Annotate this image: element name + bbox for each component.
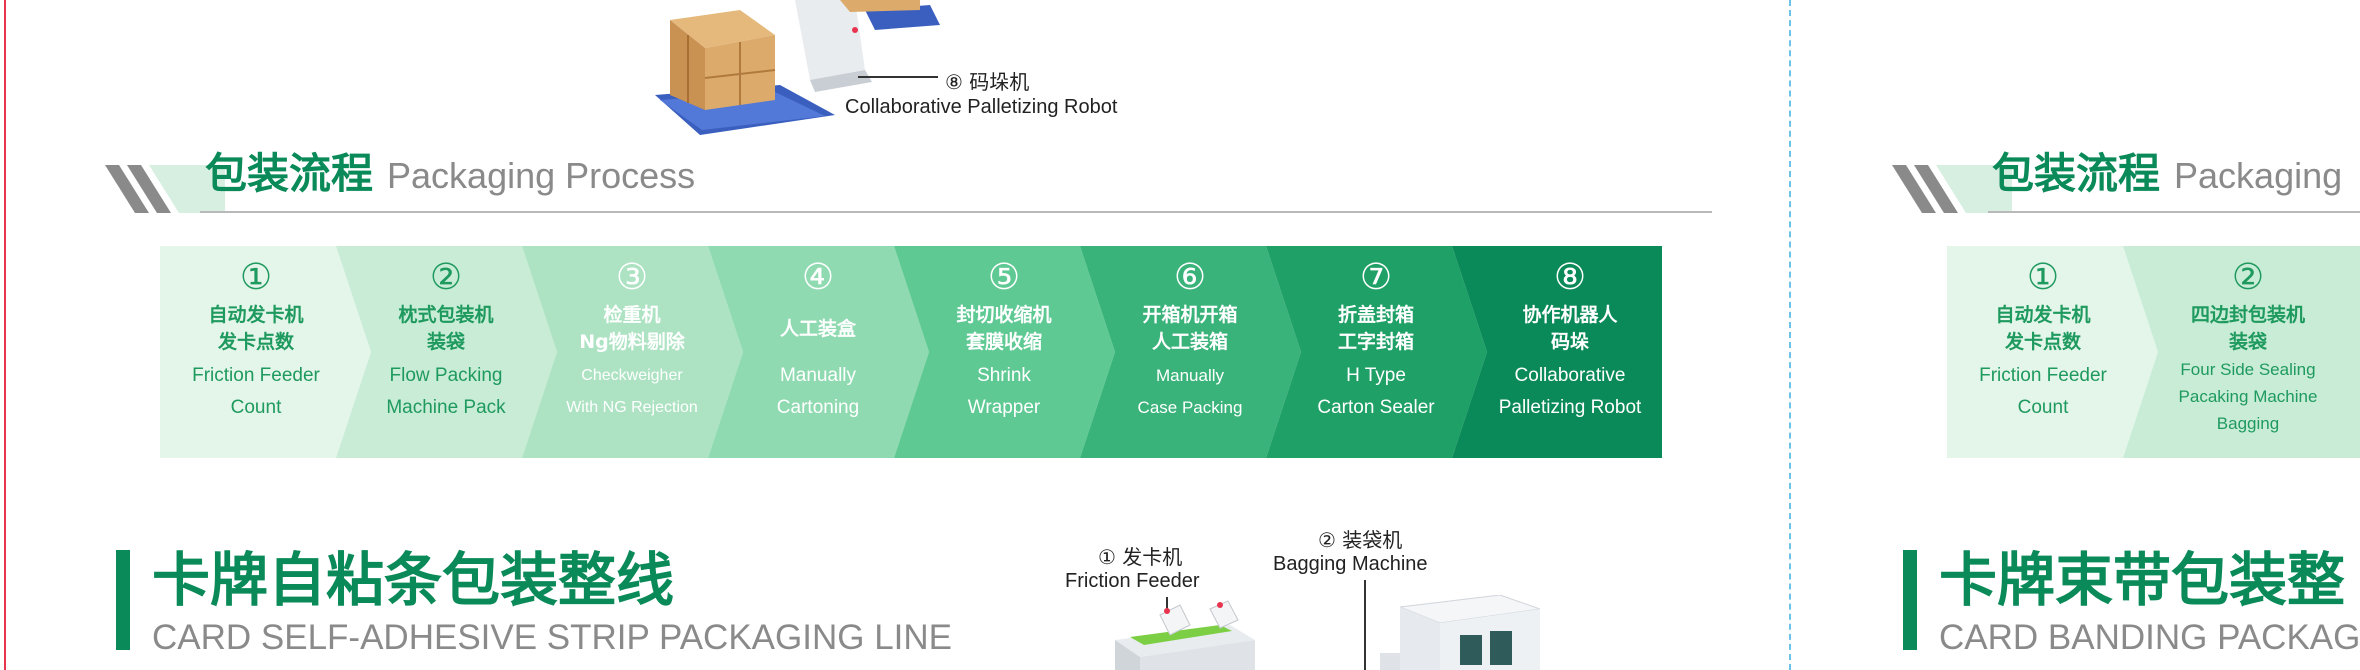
step-number: ⑤ <box>987 257 1021 298</box>
friction-feeder-callout-cn: ① 发卡机 <box>1098 545 1183 569</box>
step-label-cn: 四边封包装机 <box>2190 304 2305 326</box>
step-label-cn-2: 套膜收缩 <box>965 331 1042 353</box>
step-label-cn: 检重机 <box>603 304 661 326</box>
step-label-cn: 协作机器人 <box>1522 304 1618 326</box>
packaging-line-machines-illustration <box>1115 595 1541 670</box>
step-label-cn-2: 工字封箱 <box>1337 331 1414 353</box>
step-label-en: Four Side Sealing <box>2180 360 2316 379</box>
step-label-cn-2: 装袋 <box>426 331 465 353</box>
step-label-en-2: Carton Sealer <box>1317 397 1435 418</box>
step-label-en: Manually <box>1155 366 1225 385</box>
step-label-en: Shrink <box>977 365 1031 386</box>
step-label-en: Flow Packing <box>389 365 503 386</box>
step-label-en-2: Count <box>230 397 282 418</box>
heading-accent-bar <box>116 550 130 650</box>
process-step-7: ⑦ 折盖封箱 工字封箱 H Type Carton Sealer <box>1266 246 1487 458</box>
palletizing-robot-illustration <box>655 0 940 135</box>
heading-accent-bar-right <box>1903 550 1917 650</box>
step-label-en-3: Bagging <box>2216 414 2280 433</box>
process-step-6: ⑥ 开箱机开箱 人工装箱 Manually Case Packing <box>1080 246 1301 458</box>
process-step-1: ① 自动发卡机 发卡点数 Friction Feeder Count <box>160 246 371 458</box>
step-label-en: Friction Feeder <box>1979 365 2107 386</box>
step-label-cn-2: 发卡点数 <box>2004 331 2081 353</box>
feeder-leader-line <box>1166 597 1168 617</box>
step-label-cn-2: 发卡点数 <box>217 331 294 353</box>
friction-feeder-callout-en: Friction Feeder <box>1065 570 1200 592</box>
step-label-en: Collaborative <box>1514 365 1626 386</box>
palletizer-callout-en: Collaborative Palletizing Robot <box>845 96 1118 118</box>
step-label-cn: 封切收缩机 <box>956 304 1052 326</box>
bagging-leader-line <box>1364 580 1366 670</box>
header-stripes-decoration <box>105 165 225 213</box>
step-label-en-2: Pacaking Machine <box>2178 387 2318 406</box>
palletizer-callout-cn: ⑧ 码垛机 <box>945 70 1030 94</box>
line-title-en-right: CARD BANDING PACKAGI <box>1939 618 2360 657</box>
process-step-4: ④ 人工装盒 Manually Cartoning <box>708 246 929 458</box>
step-label-cn-2: 人工装箱 <box>1151 331 1228 353</box>
process-step-8: ⑧ 协作机器人 码垛 Collaborative Palletizing Rob… <box>1452 246 1662 458</box>
step-label-en-2: With NG Rejection <box>566 399 698 416</box>
step-label-cn: 折盖封箱 <box>1337 304 1414 326</box>
step-label-cn: 枕式包装机 <box>398 304 494 326</box>
process-step-5: ⑤ 封切收缩机 套膜收缩 Shrink Wrapper <box>894 246 1115 458</box>
step-label-en: Manually <box>779 365 857 386</box>
step-label-cn-2: Ng物料剔除 <box>579 331 685 353</box>
process-step-2: ② 枕式包装机 装袋 Flow Packing Machine Pack <box>336 246 557 458</box>
step-label-en: H Type <box>1346 365 1406 386</box>
bagging-machine-callout-cn: ② 装袋机 <box>1318 528 1403 552</box>
process-step-1-right: ① 自动发卡机 发卡点数 Friction Feeder Count <box>1947 246 2158 458</box>
panel-divider-dashed <box>1789 0 1791 670</box>
header-underline-right <box>1988 211 2360 213</box>
step-label-en-2: Machine Pack <box>386 397 506 418</box>
step-label-en: Friction Feeder <box>192 365 320 386</box>
step-label-cn: 开箱机开箱 <box>1142 304 1238 326</box>
step-label-cn-2: 码垛 <box>1550 331 1589 353</box>
step-label-en: Checkweigher <box>581 367 683 384</box>
bagging-machine-callout-en: Bagging Machine <box>1273 553 1428 575</box>
line-title-cn-right: 卡牌束带包装整 <box>1939 546 2346 614</box>
step-label-cn-2: 装袋 <box>2228 331 2267 353</box>
step-label-cn: 自动发卡机 <box>208 304 304 326</box>
step-label-cn: 人工装盒 <box>779 318 856 340</box>
process-flow-strip: ① 自动发卡机 发卡点数 Friction Feeder Count ② 枕式包… <box>160 246 1662 458</box>
step-number: ① <box>239 257 273 298</box>
process-step-3: ③ 检重机 Ng物料剔除 Checkweigher With NG Reject… <box>522 246 743 458</box>
line-title-cn: 卡牌自粘条包装整线 <box>152 546 675 614</box>
header-stripes-decoration-right <box>1892 165 2012 213</box>
process-flow-strip-right: ① 自动发卡机 发卡点数 Friction Feeder Count ② 四边封… <box>1947 246 2360 458</box>
step-number: ① <box>2026 257 2060 298</box>
step-label-en-2: Count <box>2017 397 2069 418</box>
line-title-en: CARD SELF-ADHESIVE STRIP PACKAGING LINE <box>152 618 953 657</box>
step-label-en-2: Wrapper <box>967 397 1041 418</box>
step-label-cn: 自动发卡机 <box>1995 304 2091 326</box>
step-number: ③ <box>615 257 649 298</box>
step-number: ② <box>429 257 463 298</box>
step-label-en-2: Palletizing Robot <box>1498 397 1642 418</box>
callout-leader-line <box>858 76 938 78</box>
process-step-2-right: ② 四边封包装机 装袋 Four Side Sealing Pacaking M… <box>2123 246 2360 458</box>
step-label-en-2: Cartoning <box>776 397 860 418</box>
left-margin-line <box>4 0 6 670</box>
step-label-en-2: Case Packing <box>1137 398 1243 417</box>
step-number: ⑦ <box>1359 257 1393 298</box>
step-number: ② <box>2231 257 2265 298</box>
step-number: ④ <box>801 257 835 298</box>
step-number: ⑥ <box>1173 257 1207 298</box>
step-number: ⑧ <box>1553 257 1587 298</box>
header-underline <box>200 211 1712 213</box>
